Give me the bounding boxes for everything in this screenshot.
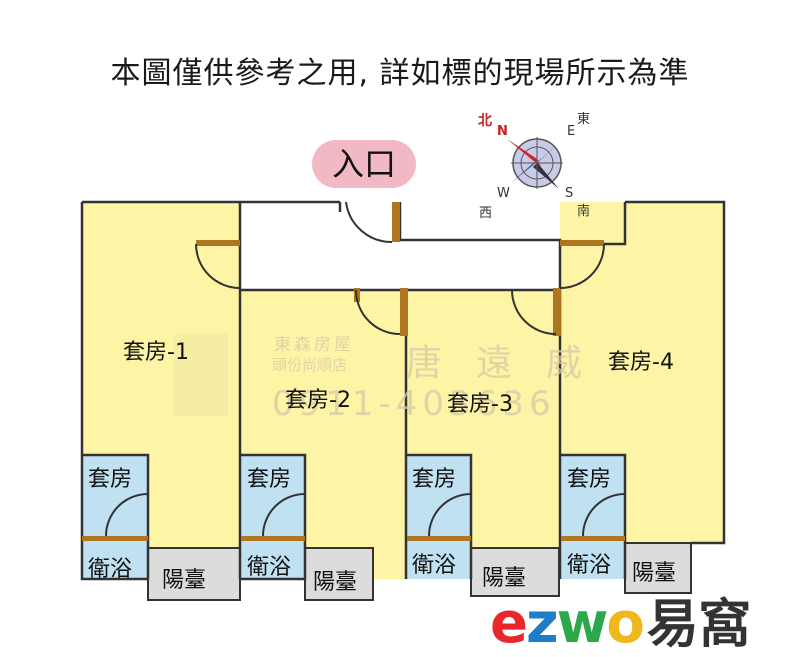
compass-east-cn: 東 (577, 112, 591, 127)
bath-4-label: 套房 (567, 467, 612, 492)
room-1-label: 套房-1 (123, 340, 189, 365)
entrance-label: 入口 (312, 140, 416, 188)
brand-logo: ezwo易窩 (490, 582, 751, 656)
bath-1 (82, 455, 148, 579)
bath-4-label2: 衛浴 (567, 553, 612, 578)
brand-e: e (490, 591, 528, 656)
bath-1-label2: 衛浴 (88, 557, 133, 582)
compass-west: W (497, 186, 510, 201)
room-3-label: 套房-3 (447, 392, 513, 417)
doors (82, 202, 625, 541)
bath-3-label2: 衛浴 (412, 553, 457, 578)
door-swings (105, 201, 626, 537)
brand-o: o (606, 591, 645, 656)
compass-west-cn: 西 (479, 206, 493, 221)
balcony-1-label: 陽臺 (162, 568, 207, 593)
balcony-3-label: 陽臺 (482, 566, 527, 591)
bath-1-label: 套房 (88, 467, 133, 492)
balcony-4 (624, 542, 692, 594)
compass-north-cn: 北 (478, 113, 492, 129)
watermark-branch: 頭份尚順店 (272, 356, 348, 374)
bath-3-label: 套房 (412, 467, 457, 492)
compass-north: N (497, 124, 508, 139)
compass-east: E (567, 124, 576, 139)
balcony-4-label: 陽臺 (632, 561, 677, 586)
bath-2 (241, 455, 305, 579)
bath-3 (407, 455, 471, 579)
bath-4 (561, 455, 625, 579)
watermark-phone: 0911-403636 (272, 384, 556, 424)
balconies (147, 542, 692, 601)
brand-cn: 易窩 (646, 595, 751, 655)
compass-rose (507, 137, 563, 189)
watermark-agent: 唐遠威 (406, 343, 617, 384)
compass-south-cn: 南 (577, 204, 591, 219)
balcony-2-label: 陽臺 (313, 570, 358, 595)
watermark-logo-icon (174, 334, 228, 416)
disclaimer-title: 本圖僅供參考之用, 詳如標的現場所示為準 (110, 56, 690, 91)
brand-w: w (556, 591, 609, 656)
watermark-company: 東森房屋 (274, 335, 354, 355)
room-4-label: 套房-4 (608, 350, 674, 375)
balcony-3 (470, 547, 560, 597)
bathrooms (82, 455, 625, 579)
balcony-2 (304, 547, 374, 601)
brand-z: z (525, 591, 559, 656)
room-2-label: 套房-2 (285, 388, 351, 413)
bath-2-label: 套房 (247, 467, 292, 492)
bath-2-label2: 衛浴 (247, 555, 292, 580)
compass-south: S (565, 186, 574, 201)
